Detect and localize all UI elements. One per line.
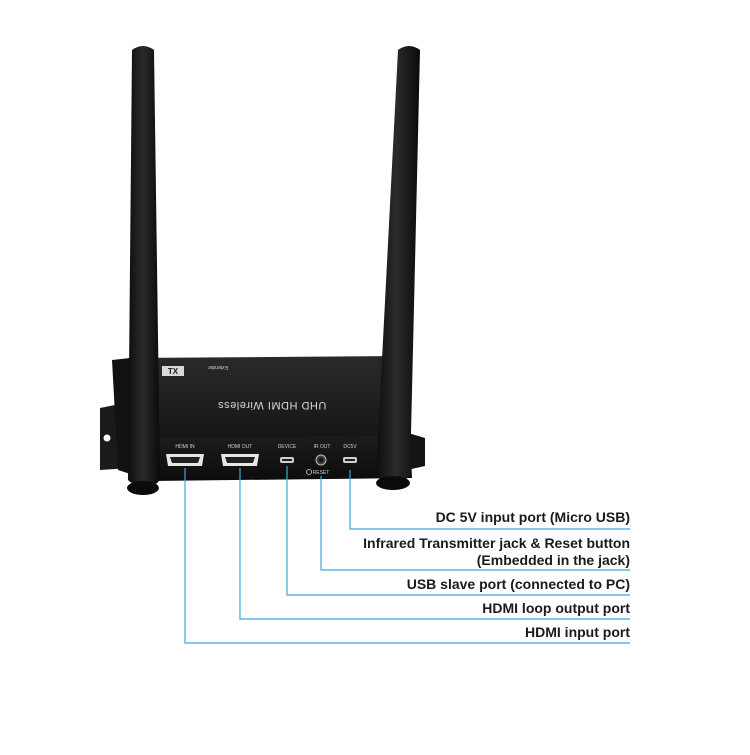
brand-marking: UHD HDMI Wireless — [218, 399, 327, 411]
dc5v-port — [343, 457, 357, 463]
callout-label-usb: USB slave port (connected to PC) — [407, 576, 630, 592]
ir-jack — [315, 454, 327, 466]
callout-label-hdmi-out: HDMI loop output port — [482, 600, 630, 616]
ir-out-label: IR OUT — [314, 444, 331, 450]
hdmi-in-label: HDMI IN — [175, 444, 195, 450]
left-antenna — [127, 46, 160, 495]
model-badge: TX — [162, 366, 184, 376]
usb-device-port — [280, 457, 294, 463]
callout-line-ir — [320, 476, 630, 571]
model-badge-text: TX — [168, 367, 179, 376]
right-antenna — [376, 46, 420, 490]
reset-label: RESET — [313, 470, 330, 476]
callout-line-dc5v — [349, 470, 630, 530]
hdmi-in-port — [166, 454, 204, 466]
device-port-label: DEVICE — [278, 444, 297, 450]
callout-line-usb — [286, 466, 630, 596]
callout-label-ir-line1: Infrared Transmitter jack & Reset button — [363, 535, 630, 551]
callout-lines — [184, 466, 630, 644]
left-bracket-hole — [103, 434, 111, 442]
hdmi-out-port — [221, 454, 259, 466]
dc5v-label: DC5V — [343, 444, 357, 450]
callout-line-hdmi-in — [184, 468, 630, 644]
brand-text: UHD HDMI Wireless — [218, 399, 327, 411]
device-top-face — [128, 356, 410, 440]
callout-label-dc5v: DC 5V input port (Micro USB) — [436, 509, 630, 525]
hdmi-out-label: HDMI OUT — [228, 444, 253, 450]
reset-indicator: RESET — [306, 469, 330, 476]
callout-line-hdmi-out — [239, 468, 630, 620]
maker-text: Extender — [208, 364, 228, 370]
callout-label-ir-line2: (Embedded in the jack) — [477, 552, 630, 568]
callout-label-hdmi-in: HDMI input port — [525, 624, 630, 640]
